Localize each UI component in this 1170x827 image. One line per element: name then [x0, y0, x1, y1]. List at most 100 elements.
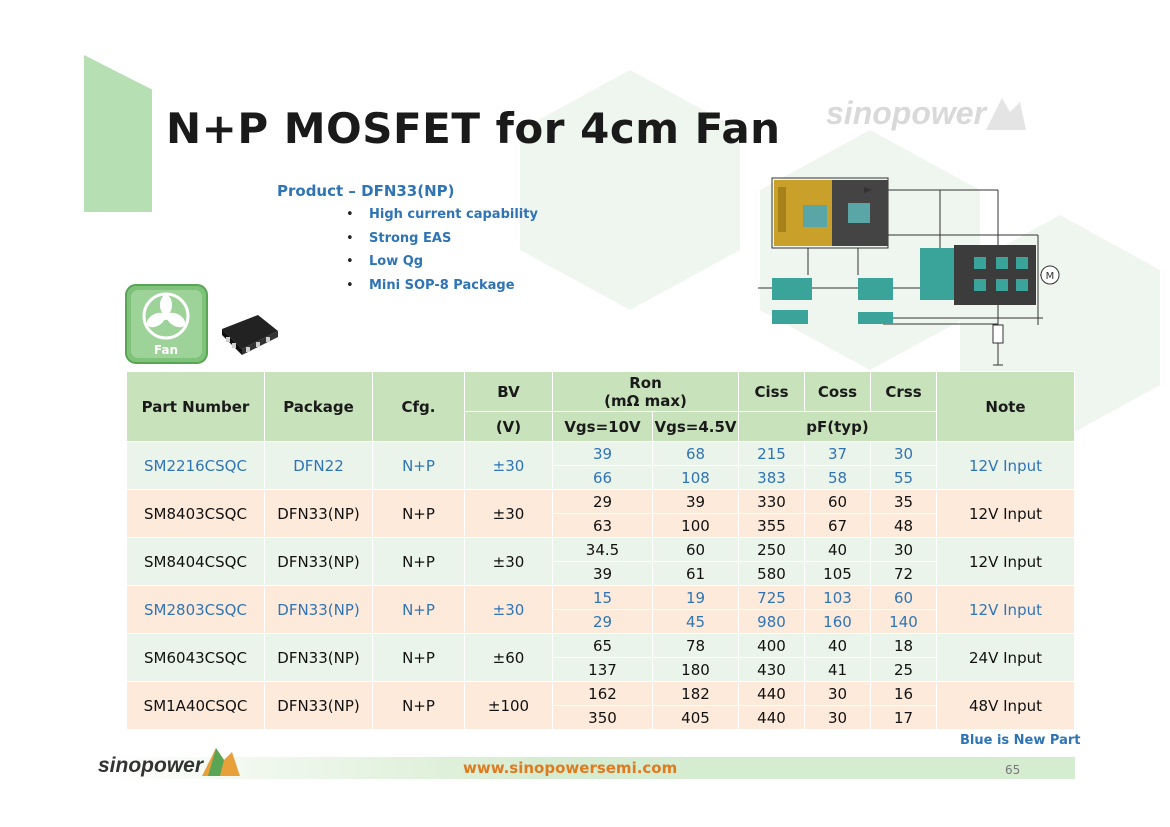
- cell-coss: 41: [804, 657, 871, 682]
- cell-vgs45: 182: [652, 681, 739, 706]
- feature-item: •Mini SOP-8 Package: [346, 277, 515, 293]
- header-crss: Crss: [870, 371, 937, 412]
- cell-coss: 58: [804, 465, 871, 490]
- cell-coss: 67: [804, 513, 871, 538]
- cell-coss: 30: [804, 705, 871, 730]
- cell-ciss: 440: [738, 681, 805, 706]
- cell-crss: 140: [870, 609, 937, 634]
- new-part-legend: Blue is New Part: [960, 733, 1081, 748]
- cell-note: 12V Input: [936, 489, 1075, 538]
- cell-vgs10: 29: [552, 489, 653, 514]
- table-row: 29 45 980 160 140: [127, 609, 1075, 634]
- cell-bv: ±30: [464, 585, 553, 634]
- fan-icon: Fan: [125, 284, 208, 364]
- cell-note: 12V Input: [936, 537, 1075, 586]
- header-part-number: Part Number: [126, 371, 265, 442]
- cell-coss: 30: [804, 681, 871, 706]
- table-row: 350 405 440 30 17: [127, 705, 1075, 730]
- feature-item: •High current capability: [346, 207, 538, 222]
- cell-vgs45: 100: [652, 513, 739, 538]
- cell-crss: 60: [870, 585, 937, 610]
- cell-vgs10: 65: [552, 633, 653, 658]
- cell-ciss: 330: [738, 489, 805, 514]
- header-cap-unit: pF(typ): [738, 411, 937, 442]
- table-row: SM6043CSQC DFN33(NP) N+P ±60 65 78 400 4…: [126, 633, 1075, 682]
- circuit-block-diagram: M: [758, 177, 1060, 366]
- feature-list: •High current capability •Strong EAS •Lo…: [346, 207, 538, 301]
- sinopower-mark-icon: [986, 98, 1026, 130]
- cell-vgs10: 39: [552, 441, 653, 466]
- cell-vgs10: 162: [552, 681, 653, 706]
- cell-vgs10: 39: [552, 561, 653, 586]
- header-ciss: Ciss: [738, 371, 805, 412]
- table-row: 39 61 580 105 72: [127, 561, 1075, 586]
- cell-coss: 105: [804, 561, 871, 586]
- cell-bv: ±30: [464, 489, 553, 538]
- header-bv-unit: (V): [464, 411, 553, 442]
- cell-note: 24V Input: [936, 633, 1075, 682]
- cell-vgs45: 108: [652, 465, 739, 490]
- table-body: SM2216CSQC DFN22 N+P ±30 39 68 215 37 30…: [126, 441, 1075, 730]
- cell-part: SM8403CSQC: [126, 489, 265, 538]
- cell-ciss: 440: [738, 705, 805, 730]
- cell-cfg: N+P: [372, 633, 465, 682]
- cell-crss: 48: [870, 513, 937, 538]
- cell-ciss: 430: [738, 657, 805, 682]
- cell-package: DFN33(NP): [264, 633, 373, 682]
- cell-package: DFN33(NP): [264, 489, 373, 538]
- cell-part: SM2216CSQC: [126, 441, 265, 490]
- cell-cfg: N+P: [372, 681, 465, 730]
- cell-bv: ±30: [464, 537, 553, 586]
- chip-package-icon: [222, 315, 278, 355]
- cell-vgs45: 180: [652, 657, 739, 682]
- cell-ciss: 215: [738, 441, 805, 466]
- page-number: 65: [1005, 763, 1021, 777]
- header-coss: Coss: [804, 371, 871, 412]
- cell-note: 12V Input: [936, 441, 1075, 490]
- cell-vgs45: 68: [652, 441, 739, 466]
- cell-vgs10: 29: [552, 609, 653, 634]
- header-ron: Ron(mΩ max): [552, 371, 739, 412]
- cell-ciss: 250: [738, 537, 805, 562]
- title-accent-tab: [84, 55, 152, 212]
- header-note: Note: [936, 371, 1075, 442]
- cell-vgs45: 60: [652, 537, 739, 562]
- header-package: Package: [264, 371, 373, 442]
- cell-coss: 40: [804, 633, 871, 658]
- cell-part: SM6043CSQC: [126, 633, 265, 682]
- cell-vgs45: 19: [652, 585, 739, 610]
- table-row: 137 180 430 41 25: [127, 657, 1075, 682]
- table-row: 63 100 355 67 48: [127, 513, 1075, 538]
- table-row: SM2216CSQC DFN22 N+P ±30 39 68 215 37 30…: [126, 441, 1075, 490]
- cell-package: DFN33(NP): [264, 585, 373, 634]
- cell-ciss: 580: [738, 561, 805, 586]
- table-row: 66 108 383 58 55: [127, 465, 1075, 490]
- footer-band: [100, 757, 1075, 779]
- table-row: SM8404CSQC DFN33(NP) N+P ±30 34.5 60 250…: [126, 537, 1075, 586]
- cell-note: 48V Input: [936, 681, 1075, 730]
- header-vgs10: Vgs=10V: [552, 411, 653, 442]
- svg-text:M: M: [1046, 271, 1055, 282]
- fan-icon-label: Fan: [154, 343, 178, 357]
- cell-part: SM8404CSQC: [126, 537, 265, 586]
- cell-vgs10: 66: [552, 465, 653, 490]
- header-bv: BV: [464, 371, 553, 412]
- cell-cfg: N+P: [372, 537, 465, 586]
- watermark-logo: sinopower: [826, 95, 987, 131]
- cell-crss: 30: [870, 441, 937, 466]
- header-cfg: Cfg.: [372, 371, 465, 442]
- cell-coss: 37: [804, 441, 871, 466]
- cell-vgs10: 34.5: [552, 537, 653, 562]
- cell-package: DFN22: [264, 441, 373, 490]
- cell-part: SM1A40CSQC: [126, 681, 265, 730]
- cell-cfg: N+P: [372, 441, 465, 490]
- cell-note: 12V Input: [936, 585, 1075, 634]
- cell-crss: 18: [870, 633, 937, 658]
- cell-crss: 16: [870, 681, 937, 706]
- cell-part: SM2803CSQC: [126, 585, 265, 634]
- page-title: N+P MOSFET for 4cm Fan: [166, 104, 781, 153]
- cell-bv: ±60: [464, 633, 553, 682]
- cell-crss: 35: [870, 489, 937, 514]
- website-link[interactable]: www.sinopowersemi.com: [463, 759, 678, 777]
- table-row: SM8403CSQC DFN33(NP) N+P ±30 29 39 330 6…: [126, 489, 1075, 538]
